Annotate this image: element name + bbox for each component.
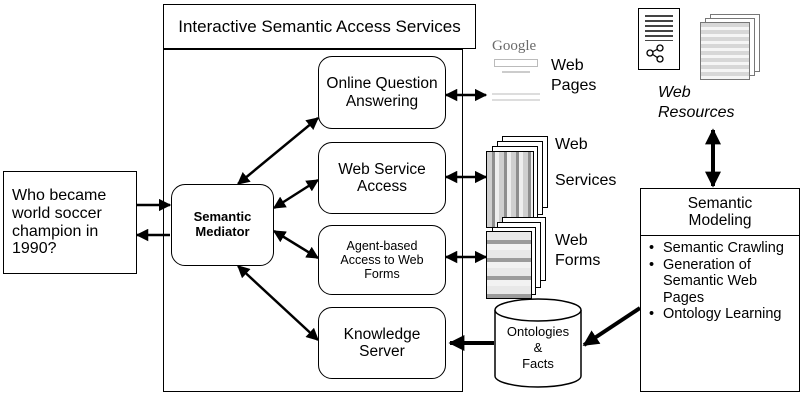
web-pages-label: Web Pages: [551, 57, 597, 94]
semantic-modeling-list: Semantic Crawling Generation of Semantic…: [647, 240, 795, 323]
web-service-label: Web Service Access: [338, 160, 426, 195]
web-service-box: Web Service Access: [318, 142, 446, 214]
arrow-mediator-agent-forms: [272, 229, 320, 260]
arrow-mediator-web-service: [272, 178, 320, 210]
google-page-thumbnail: Google: [488, 38, 544, 120]
ontologies-label: Ontologies: [506, 324, 570, 339]
semantic-mediator-label: Semantic Mediator: [193, 209, 252, 239]
online-qa-box: Online Question Answering: [318, 56, 446, 129]
question-text: Who became world soccer champion in 1990…: [12, 186, 107, 258]
google-logo: Google: [492, 38, 537, 54]
ontologies-cylinder: Ontologies & Facts: [494, 298, 582, 389]
web-services-label-top: Web: [555, 136, 588, 153]
services-container: [163, 49, 463, 392]
web-resources-label: Web Resources: [658, 84, 735, 121]
webpage-stack-icon: [700, 14, 760, 80]
web-services-label-bottom: Services: [555, 172, 617, 189]
agent-forms-label: Agent-based Access to Web Forms: [340, 239, 424, 281]
ampersand-label: &: [533, 339, 543, 355]
header-title: Interactive Semantic Access Services: [178, 16, 461, 36]
knowledge-server-label: Knowledge Server: [343, 325, 421, 360]
list-item: Semantic Crawling: [647, 240, 795, 257]
semantic-modeling-list-box: Semantic Crawling Generation of Semantic…: [640, 235, 800, 392]
knowledge-server-box: Knowledge Server: [318, 307, 446, 379]
facts-label: Facts: [522, 355, 554, 371]
online-qa-label: Online Question Answering: [326, 75, 438, 110]
web-forms-label: Web Forms: [555, 232, 601, 269]
arrow-mediator-knowledge: [237, 265, 319, 341]
agent-forms-box: Agent-based Access to Web Forms: [318, 225, 446, 295]
semantic-mediator-box: Semantic Mediator: [171, 184, 274, 266]
arrow-modeling-to-ontologies: [582, 306, 642, 347]
list-item: Ontology Learning: [647, 306, 795, 323]
document-network-icon: [638, 8, 680, 70]
header-title-box: Interactive Semantic Access Services: [163, 4, 476, 49]
semantic-modeling-title-box: Semantic Modeling: [640, 188, 800, 236]
web-forms-stack: [486, 217, 548, 299]
web-services-stack: [486, 136, 548, 228]
arrow-mediator-online-qa: [237, 117, 319, 185]
list-item: Generation of Semantic Web Pages: [647, 257, 795, 307]
semantic-modeling-title: Semantic Modeling: [687, 194, 753, 229]
question-box: Who became world soccer champion in 1990…: [3, 171, 137, 274]
